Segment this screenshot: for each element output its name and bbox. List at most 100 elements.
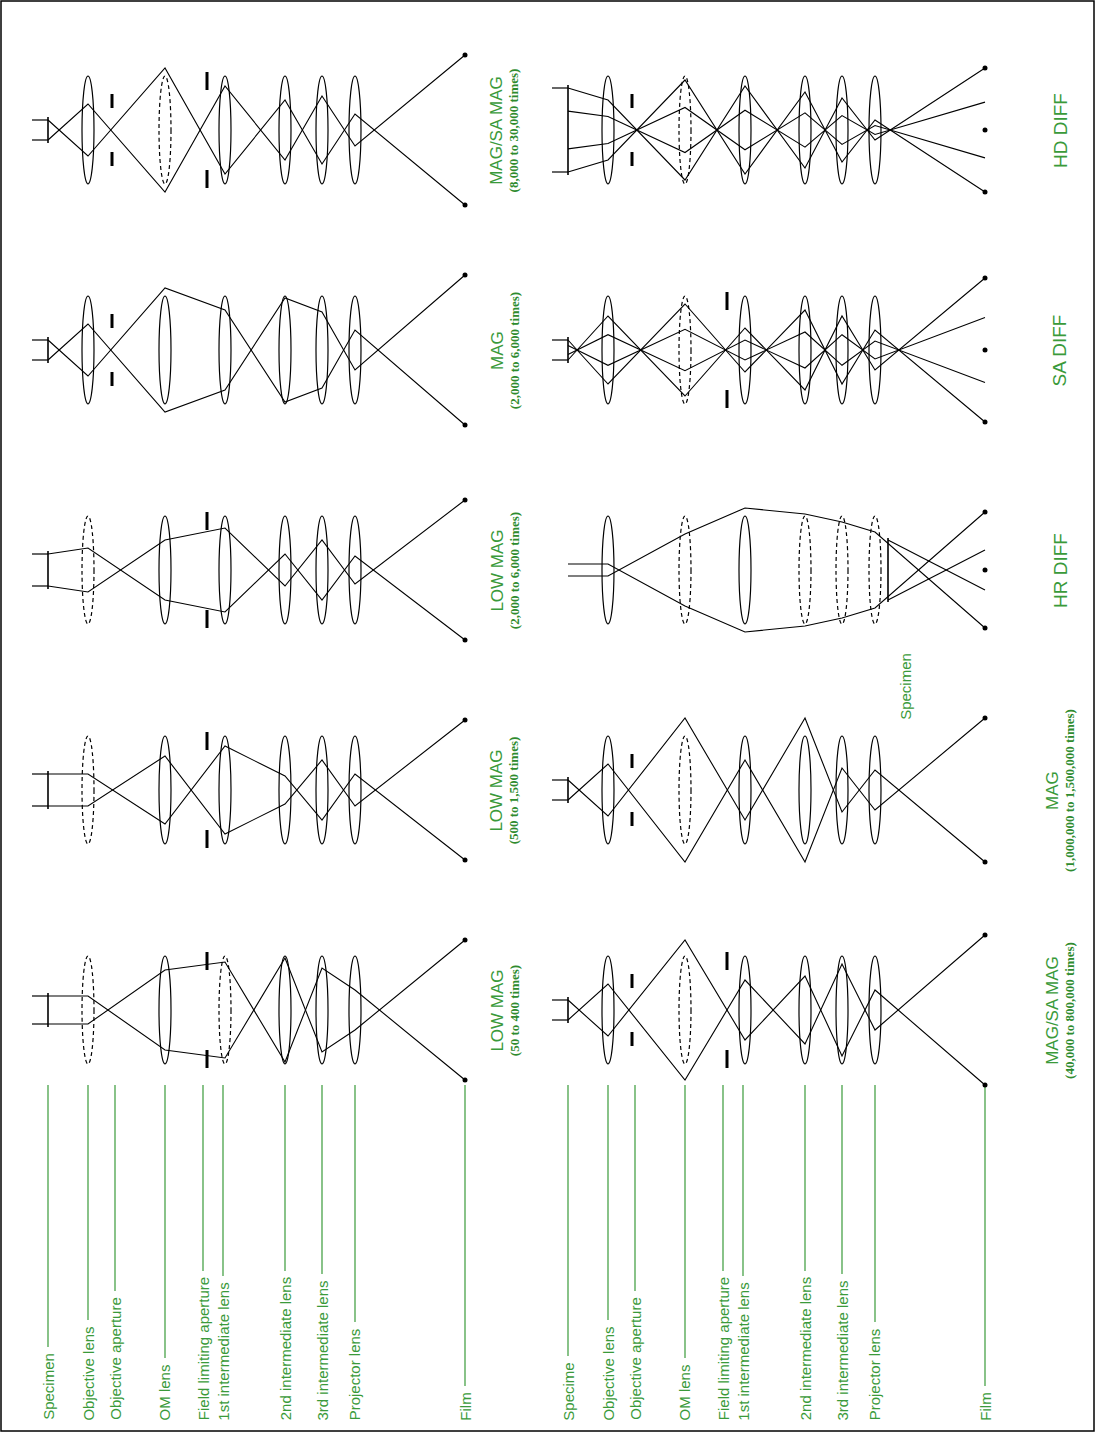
objective-aperture — [631, 974, 634, 988]
ray-path — [48, 275, 465, 412]
mode-caption: LOW MAG(50 to 400 times) — [488, 964, 523, 1055]
part-label: Objective aperture — [106, 1297, 123, 1420]
leader-line — [567, 1085, 568, 1356]
incident-beam — [32, 585, 48, 586]
lens — [739, 296, 751, 404]
ray-path — [568, 102, 985, 152]
incident-beam — [32, 359, 48, 360]
ray-path — [48, 500, 465, 592]
leader-line — [804, 1085, 805, 1271]
ray-path — [48, 720, 465, 834]
incident-beam — [552, 171, 568, 172]
ray-path — [568, 278, 985, 396]
field-limiting-aperture — [726, 952, 729, 970]
part-label: 1st intermediate lens — [735, 1282, 752, 1420]
lens — [82, 736, 94, 844]
film-point — [463, 938, 468, 943]
field-limiting-aperture — [206, 610, 209, 628]
lens — [836, 736, 848, 844]
leader-line — [222, 1085, 223, 1276]
film-point — [983, 568, 988, 573]
specimen-plane — [47, 117, 49, 143]
ray-path — [568, 508, 985, 628]
specimen-plane — [887, 538, 889, 602]
specimen-plane — [567, 777, 569, 803]
objective-aperture — [111, 314, 114, 328]
objective-aperture — [631, 152, 634, 166]
lens — [602, 296, 614, 404]
part-label: Objective lens — [600, 1326, 617, 1420]
lens — [279, 956, 291, 1064]
incident-beam — [552, 87, 568, 88]
incident-beam — [32, 119, 48, 120]
magnification-range: (1,000,000 to 1,500,000 times) — [1061, 709, 1077, 872]
ray-path — [48, 940, 465, 1058]
specimen-plane — [47, 771, 49, 809]
film-point — [463, 273, 468, 278]
lens — [82, 76, 94, 184]
ray-path — [568, 329, 985, 382]
ray-path — [48, 746, 465, 860]
incident-beam — [552, 799, 568, 800]
film-point — [463, 423, 468, 428]
incident-beam — [32, 995, 48, 996]
ray-path — [48, 288, 465, 425]
magnification-range: (50 to 400 times) — [507, 964, 523, 1055]
part-label: Projector lens — [346, 1328, 363, 1420]
part-label: Specime — [560, 1362, 577, 1420]
specimen-plane — [567, 997, 569, 1023]
leader-line — [87, 1085, 88, 1320]
lens — [82, 956, 94, 1064]
ray-path — [568, 718, 985, 862]
film-point — [983, 276, 988, 281]
film-point — [983, 66, 988, 71]
incident-beam — [32, 805, 48, 806]
ray-path — [48, 68, 465, 205]
lens — [679, 736, 691, 844]
lens — [602, 76, 614, 184]
lens — [739, 516, 751, 624]
diffracted-ray — [888, 540, 985, 590]
mode-name: MAG — [1042, 709, 1061, 872]
lens — [739, 956, 751, 1064]
mode-caption: MAG/SA MAG(40,000 to 800,000 times) — [1042, 942, 1077, 1079]
part-label: OM lens — [156, 1364, 173, 1420]
lens — [219, 76, 231, 184]
field-limiting-aperture — [726, 1050, 729, 1068]
specimen-label: Specimen — [896, 653, 913, 720]
mode-name: LOW MAG — [487, 736, 506, 844]
lens — [836, 516, 848, 624]
field-limiting-aperture — [726, 292, 729, 310]
magnification-range: (500 to 1,500 times) — [506, 736, 522, 844]
lens — [316, 516, 328, 624]
leader-line — [47, 1085, 48, 1347]
magnification-range: (2,000 to 6,000 times) — [507, 291, 523, 408]
lens — [159, 76, 171, 184]
lens — [316, 76, 328, 184]
part-label: Field limiting aperture — [195, 1277, 212, 1420]
lens — [799, 296, 811, 404]
mode-name: LOW MAG — [488, 511, 507, 628]
leader-line — [321, 1085, 322, 1274]
film-point — [463, 498, 468, 503]
part-label: OM lens — [676, 1364, 693, 1420]
lens — [349, 296, 361, 404]
mode-caption: MAG/SA MAG(8,000 to 30,000 times) — [487, 68, 522, 192]
leader-line — [202, 1085, 203, 1271]
film-point — [983, 1083, 988, 1088]
lens — [219, 956, 231, 1064]
part-label: Projector lens — [866, 1328, 883, 1420]
mode-caption: LOW MAG(2,000 to 6,000 times) — [488, 511, 523, 628]
lens — [602, 736, 614, 844]
film-point — [463, 858, 468, 863]
part-label: 3rd intermediate lens — [314, 1280, 331, 1420]
leader-line — [164, 1085, 165, 1358]
mode-caption: SA DIFF — [1049, 314, 1070, 386]
lens — [219, 296, 231, 404]
lens — [82, 516, 94, 624]
lens — [279, 516, 291, 624]
magnification-range: (8,000 to 30,000 times) — [506, 68, 522, 192]
ray-path — [568, 108, 985, 158]
film-point — [463, 1078, 468, 1083]
film-point — [983, 933, 988, 938]
